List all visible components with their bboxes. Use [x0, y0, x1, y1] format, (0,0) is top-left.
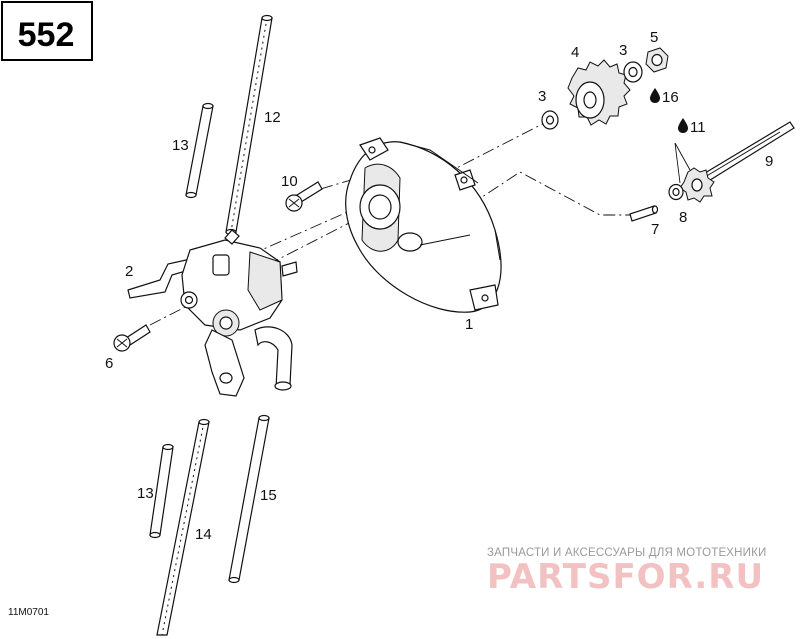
leader-lines	[674, 142, 691, 184]
callout-14: 14	[195, 526, 212, 543]
callout-15: 15	[260, 487, 277, 504]
washer-3-upper	[623, 61, 643, 83]
hose-15	[228, 414, 270, 584]
screw-6	[113, 324, 151, 352]
engine-code: 552	[18, 16, 75, 54]
watermark: ЗАПЧАСТИ И АКСЕССУАРЫ ДЛЯ МОТОТЕХНИКИ PA…	[487, 547, 767, 597]
washer-3-lower	[541, 110, 559, 130]
washer-8	[668, 183, 684, 201]
callout-2: 2	[125, 263, 133, 280]
screw-10	[285, 181, 323, 212]
hose-14	[156, 418, 210, 636]
callout-3-upper: 3	[619, 42, 627, 59]
lubricant-icon	[678, 118, 688, 133]
pin-7	[629, 205, 659, 222]
callout-13-upper: 13	[172, 137, 189, 154]
watermark-tagline: ЗАПЧАСТИ И АКСЕССУАРЫ ДЛЯ МОТОТЕХНИКИ	[487, 547, 767, 559]
callout-8: 8	[679, 209, 687, 226]
callout-11: 11	[690, 119, 706, 136]
hose-13-upper	[185, 102, 214, 199]
gear-4	[567, 59, 631, 126]
lubricant-icon	[650, 88, 660, 103]
callout-10: 10	[281, 173, 298, 190]
callout-16: 16	[662, 89, 679, 106]
callout-3-lower: 3	[538, 88, 546, 105]
callout-7: 7	[651, 221, 659, 238]
engine-code-box: 552	[1, 1, 93, 61]
callout-5: 5	[650, 29, 658, 46]
oil-pump-assembly-2	[127, 229, 298, 397]
figure-code: 11M0701	[8, 607, 49, 618]
callout-4: 4	[571, 44, 579, 61]
pump-cover-1	[345, 137, 502, 313]
callout-9: 9	[765, 153, 773, 170]
nut-5	[645, 47, 669, 73]
hose-13-lower	[149, 443, 174, 539]
callout-1: 1	[465, 316, 473, 333]
callout-13-lower: 13	[137, 485, 154, 502]
callout-6: 6	[105, 355, 113, 372]
watermark-logo: PARTSFOR.RU	[487, 557, 764, 597]
callout-12: 12	[264, 109, 281, 126]
